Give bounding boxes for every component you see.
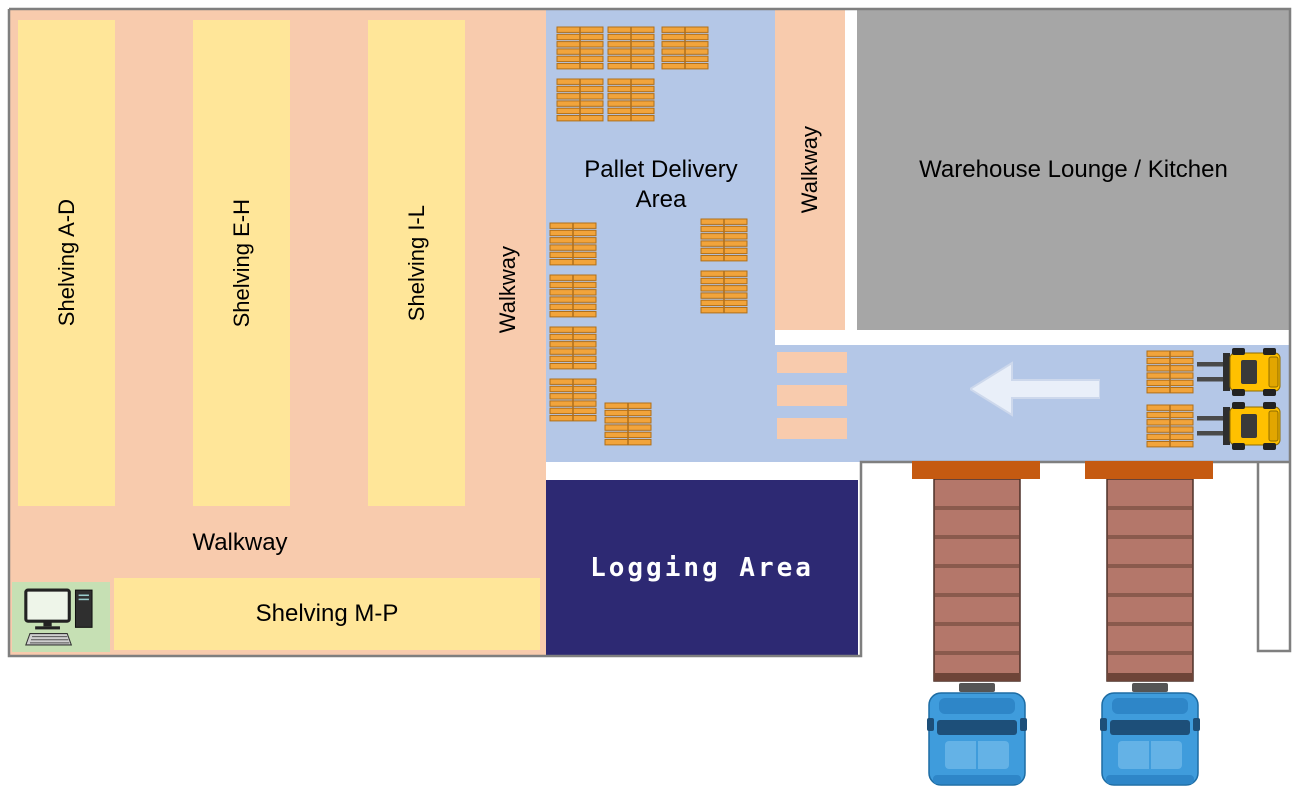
pallet-icon [1146, 350, 1194, 394]
dock-door [912, 461, 1040, 479]
zone-shelving-mp: Shelving M-P [114, 578, 540, 650]
zone-pallet-delivery-label: Pallet Delivery Area [566, 142, 756, 228]
computer-icon [21, 587, 101, 647]
pallet-icon [549, 274, 597, 318]
zone-shelving-eh: Shelving E-H [193, 20, 290, 506]
crossing-stripe [777, 385, 847, 406]
zone-walkway-strip: Walkway [775, 10, 845, 330]
walkway-bottom-label: Walkway [192, 529, 288, 556]
forklift-icon [1197, 348, 1289, 396]
truck-icon [1100, 479, 1200, 789]
pallet-icon [700, 270, 748, 314]
shelving-il-label: Shelving I-L [403, 204, 429, 322]
walkway-left-label: Walkway [495, 246, 521, 334]
pallet-icon [556, 26, 604, 70]
dock-door [1085, 461, 1213, 479]
walkway-right-label: Walkway [797, 126, 823, 214]
truck-icon [927, 479, 1027, 789]
pallet-delivery-label: Pallet Delivery Area [584, 156, 738, 213]
pallet-icon [604, 402, 652, 446]
zone-lounge-kitchen: Warehouse Lounge / Kitchen [857, 10, 1290, 330]
pallet-icon [661, 26, 709, 70]
shelving-mp-label: Shelving M-P [255, 600, 399, 627]
zone-walkway-bottom-label: Walkway [140, 524, 340, 562]
logging-area-label: Logging Area [590, 553, 814, 583]
zone-walkway-left-label: Walkway [486, 180, 530, 400]
lounge-label: Warehouse Lounge / Kitchen [919, 156, 1228, 183]
forklift-icon [1197, 402, 1289, 450]
shelving-eh-label: Shelving E-H [228, 198, 254, 328]
arrow-left-icon [970, 361, 1100, 417]
zone-shelving-il: Shelving I-L [368, 20, 465, 506]
computer-station [12, 582, 110, 652]
pallet-icon [700, 218, 748, 262]
zone-logging-area: Logging Area [546, 480, 858, 656]
pallet-icon [1146, 404, 1194, 448]
pallet-icon [607, 26, 655, 70]
pallet-icon [549, 326, 597, 370]
pallet-icon [549, 378, 597, 422]
zone-shelving-ad: Shelving A-D [18, 20, 115, 506]
pallet-icon [607, 78, 655, 122]
shelving-ad-label: Shelving A-D [53, 199, 79, 327]
crossing-stripe [777, 418, 847, 439]
pallet-icon [549, 222, 597, 266]
crossing-stripe [777, 352, 847, 373]
pallet-icon [556, 78, 604, 122]
